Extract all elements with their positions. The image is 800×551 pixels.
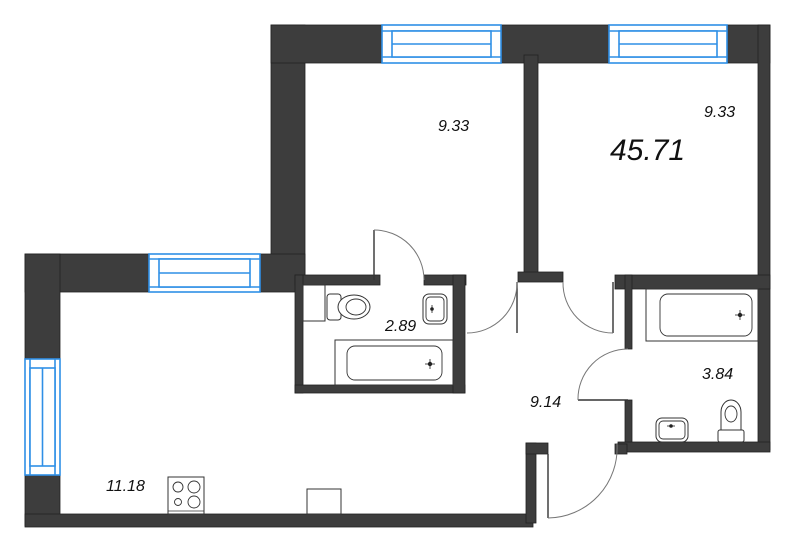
kitchen-appliance-icon	[306, 488, 342, 515]
window-top-right	[608, 24, 728, 64]
wall-bath-left-top-a	[294, 274, 381, 286]
stove-icon	[167, 476, 205, 515]
wall-bath-right-bottom	[617, 441, 771, 453]
wall-top-a	[270, 24, 383, 64]
wall-bath-right-top	[614, 274, 771, 290]
wall-bath-left-bottom	[294, 384, 466, 394]
sink-icon	[422, 293, 448, 325]
wall-partition-foot	[517, 271, 564, 283]
door-bath-left-area[interactable]	[562, 281, 614, 334]
bathtub-icon	[334, 339, 454, 386]
wall-right	[757, 24, 771, 451]
door-entrance[interactable]	[547, 443, 618, 519]
wall-top-b	[500, 24, 610, 64]
wall-bath-right-left-upper	[624, 274, 633, 350]
wall-bedroom-partition	[523, 54, 539, 281]
door-bedroom-right[interactable]	[466, 281, 518, 334]
area-label-kitchen-living: 11.18	[106, 478, 145, 495]
wall-bath-left-right	[452, 274, 466, 394]
bathtub-icon-right	[645, 288, 759, 342]
wall-bottom	[24, 513, 534, 528]
window-kitchen-top	[148, 253, 261, 293]
total-area-label: 45.71	[610, 134, 686, 167]
sink-icon-right	[655, 417, 689, 443]
wall-entry-stub-b	[525, 442, 549, 455]
wall-bath-right-corner	[614, 443, 628, 455]
door-bathroom-right[interactable]	[577, 348, 629, 401]
area-label-bedroom-right: 9.33	[704, 104, 736, 121]
area-label-bathroom-right: 3.84	[702, 366, 734, 383]
area-label-bathroom-left: 2.89	[385, 318, 417, 335]
wall-bath-left-side	[294, 274, 304, 394]
area-label-bedroom-left: 9.33	[438, 118, 470, 135]
toilet-icon-right	[717, 399, 745, 443]
door-bedroom-left[interactable]	[373, 229, 425, 281]
wall-entry-stub-a	[525, 442, 537, 524]
wall-bedroom-left-outer	[270, 24, 306, 291]
area-label-hallway: 9.14	[530, 394, 562, 411]
walls	[24, 24, 771, 528]
window-kitchen-left	[24, 358, 61, 476]
toilet-icon	[302, 284, 371, 322]
window-top-left	[381, 24, 502, 64]
wall-left-upper	[24, 253, 61, 360]
